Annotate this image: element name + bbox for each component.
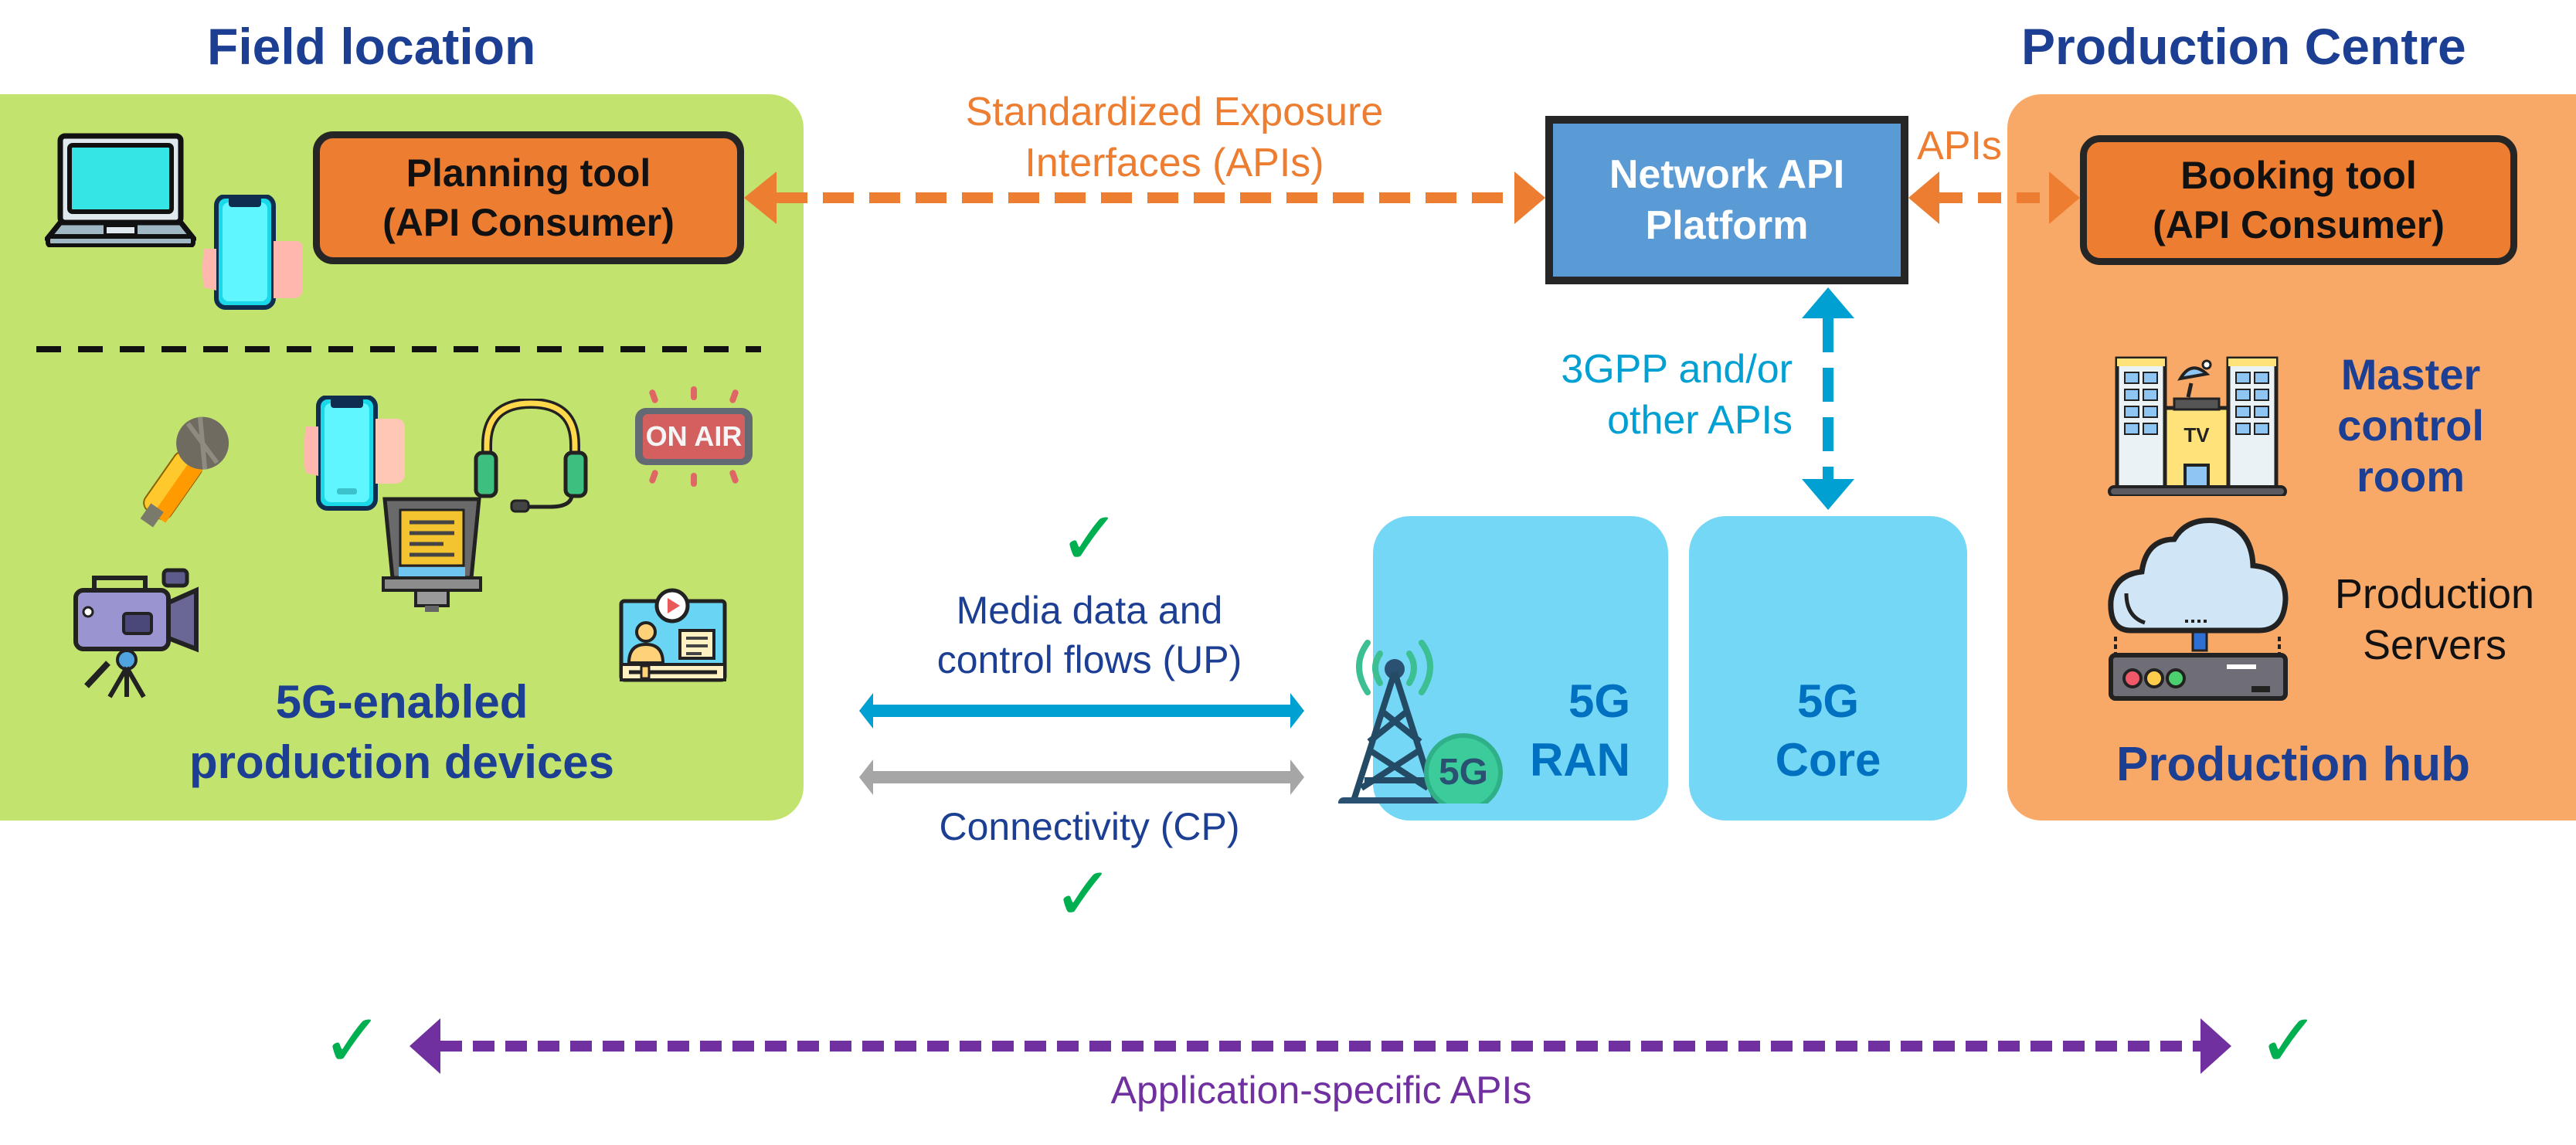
devices-label: 5G-enabled production devices — [77, 672, 726, 793]
check-icon-production: ✓ — [2258, 1000, 2320, 1082]
exposure-line1: Standardized Exposure — [965, 90, 1384, 134]
5g-core-box[interactable] — [1689, 516, 1967, 821]
5g-badge-text: 5G — [1438, 752, 1489, 793]
planning-tool-box[interactable]: Planning tool (API Consumer) — [313, 131, 744, 264]
master-control-line3: room — [2357, 452, 2465, 501]
servers-line1: Production — [2334, 571, 2535, 617]
headset-icon — [474, 399, 588, 513]
planning-tool-sublabel: (API Consumer) — [382, 201, 675, 244]
ran-line1: 5G — [1568, 675, 1630, 727]
teleprompter-icon — [382, 497, 482, 612]
up-line2: control flows (UP) — [936, 638, 1242, 681]
up-flows-label: Media data and control flows (UP) — [858, 586, 1321, 685]
up-flow-arrow — [859, 693, 1304, 729]
on-air-sign-icon: ON AIR — [634, 386, 754, 487]
tv-building-icon: TV — [2108, 352, 2287, 496]
video-camera-icon — [73, 568, 199, 698]
laptop-icon — [45, 133, 196, 247]
booking-tool-label: Booking tool — [2180, 154, 2417, 197]
field-location-title: Field location — [207, 18, 536, 75]
production-servers-label: Production Servers — [2307, 569, 2562, 671]
3gpp-line1: 3GPP and/or — [1561, 347, 1793, 392]
ran-line2: RAN — [1530, 734, 1630, 786]
master-control-line2: control — [2337, 401, 2484, 450]
tv-text: TV — [2183, 423, 2210, 447]
cp-flow-arrow — [859, 759, 1304, 795]
5g-ran-box[interactable] — [1373, 516, 1668, 821]
on-air-text: ON AIR — [645, 420, 743, 452]
apis-label: APIs — [1917, 124, 2002, 168]
3gpp-api-arrow — [1802, 287, 1854, 510]
core-line2: Core — [1775, 734, 1881, 786]
platform-label-line2: Platform — [1645, 203, 1809, 248]
cp-connectivity-label: Connectivity (CP) — [939, 805, 1240, 848]
smartphone-in-hand-icon — [304, 396, 405, 511]
booking-tool-sublabel: (API Consumer) — [2153, 203, 2445, 246]
exposure-interfaces-label: Standardized Exposure Interfaces (APIs) — [865, 87, 1483, 189]
servers-line2: Servers — [2362, 622, 2507, 668]
5g-ran-label: 5G RAN — [1514, 672, 1630, 790]
microphone-icon — [140, 416, 229, 528]
cloud-server-icon — [2108, 518, 2289, 701]
devices-label-line2: production devices — [189, 736, 615, 788]
booking-tool-box[interactable]: Booking tool (API Consumer) — [2080, 135, 2517, 265]
5g-core-label: 5G Core — [1689, 672, 1967, 790]
3gpp-apis-label: 3GPP and/or other APIs — [1468, 344, 1793, 446]
network-api-platform-box[interactable]: Network API Platform — [1545, 116, 1908, 284]
3gpp-line2: other APIs — [1607, 398, 1793, 443]
application-apis-label: Application-specific APIs — [1110, 1069, 1532, 1112]
video-presenter-icon — [619, 588, 727, 682]
master-control-room-label: Master control room — [2295, 349, 2527, 502]
core-line1: 5G — [1796, 675, 1860, 727]
master-control-line1: Master — [2340, 350, 2481, 399]
check-icon-up: ✓ — [1059, 498, 1121, 580]
check-icon-cp: ✓ — [1052, 853, 1115, 936]
smartphone-icon — [202, 195, 303, 310]
production-hub-label: Production hub — [2116, 738, 2471, 791]
application-api-arrow — [410, 1018, 2231, 1074]
platform-label-line1: Network API — [1609, 152, 1845, 197]
check-icon-field: ✓ — [321, 1000, 384, 1082]
exposure-line2: Interfaces (APIs) — [1025, 141, 1324, 185]
planning-tool-label: Planning tool — [406, 151, 651, 195]
cell-tower-icon: 5G — [1337, 618, 1514, 804]
devices-label-line1: 5G-enabled — [275, 676, 528, 728]
production-centre-title: Production Centre — [2021, 18, 2466, 75]
up-line1: Media data and — [956, 589, 1223, 632]
